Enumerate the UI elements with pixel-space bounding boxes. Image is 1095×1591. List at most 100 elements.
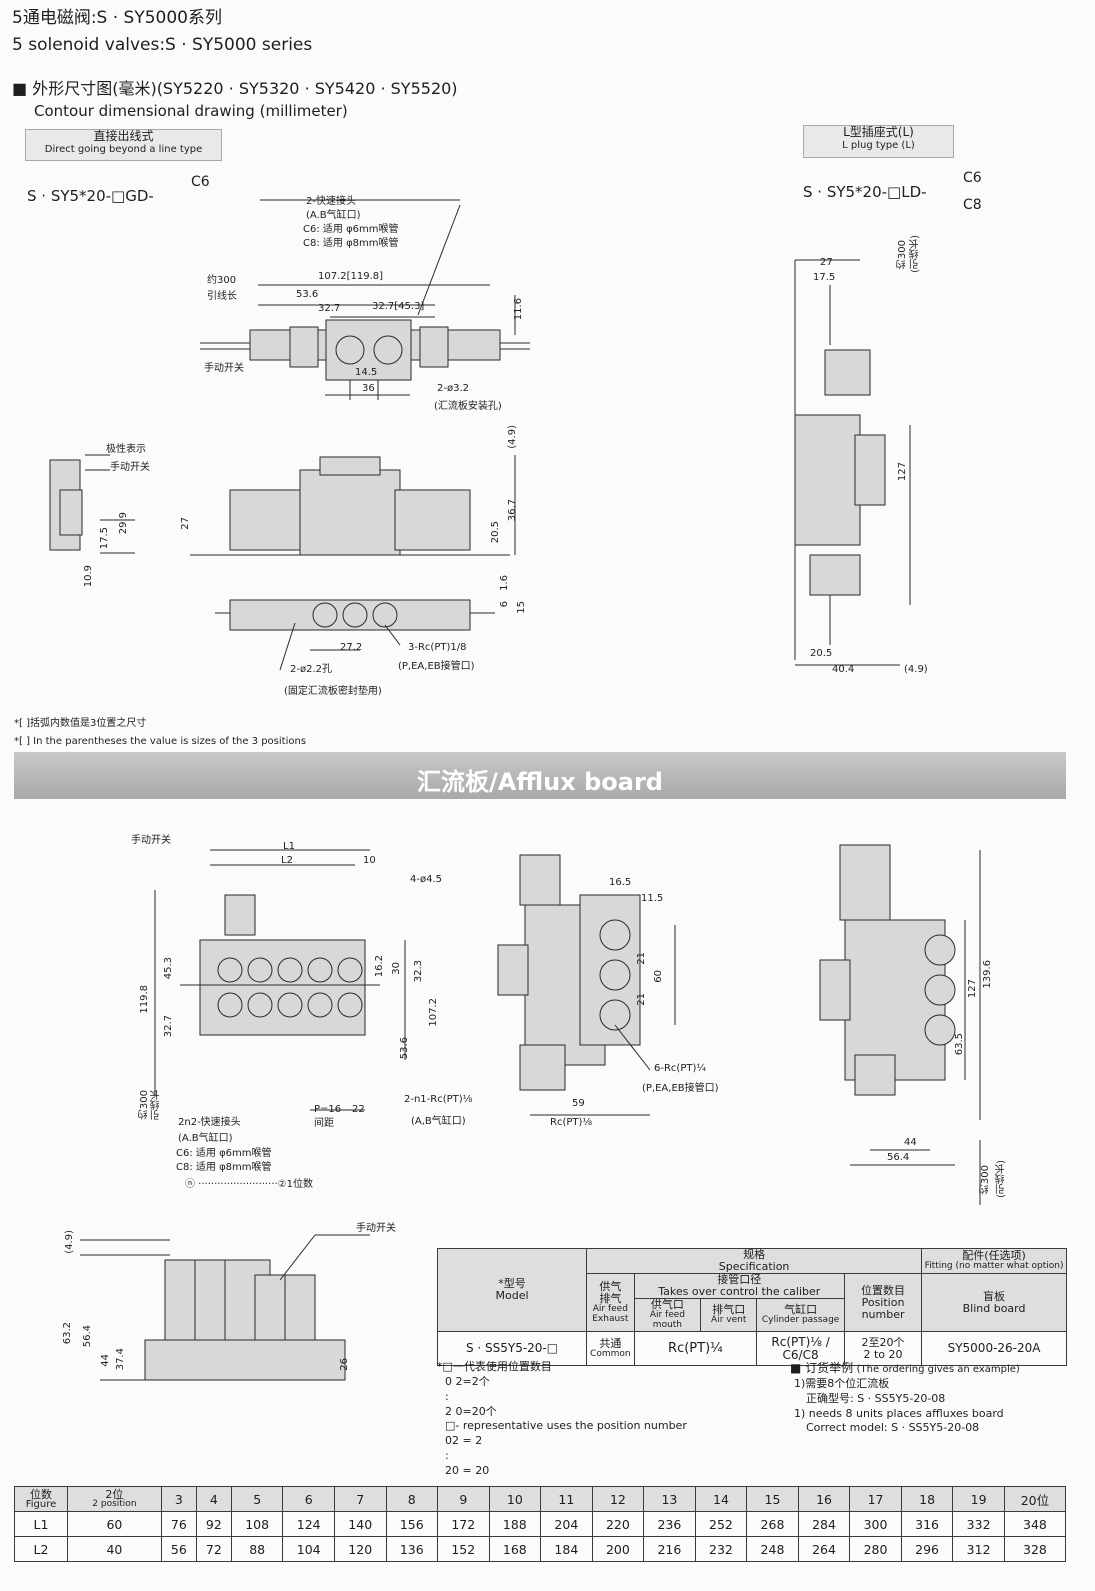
pos-col-head: 5: [230, 1486, 284, 1512]
pos-cell-l2: 120: [333, 1536, 387, 1562]
afflux-32-7: 32.7: [163, 1015, 174, 1038]
pos-col-head: 3: [160, 1486, 197, 1512]
note-left-8: 20 = 20: [445, 1463, 490, 1477]
dim-port: 3-Rc(PT)1/8: [408, 642, 467, 653]
note-left-4: 2 0=20个: [445, 1404, 497, 1418]
pos-cell-l1: 76: [160, 1511, 197, 1537]
pos-cell-l1: 252: [694, 1511, 748, 1537]
spec-feed-en2: Exhaust: [592, 1313, 629, 1324]
notes-left: *□一代表使用位置数目 0 2=2个 : 2 0=20个 □- represen…: [437, 1360, 687, 1479]
mid-port: 6-Rc(PT)¼: [654, 1063, 707, 1074]
dim-hole: 2-ø3.2: [437, 383, 469, 394]
notes-right: ■ 订货举例 (The ordering gives an example) 1…: [790, 1360, 1020, 1436]
spec-row-rc: Rc(PT)¼: [633, 1331, 758, 1367]
right-63-5: 63.5: [954, 1033, 965, 1056]
direct-type-en: Direct going beyond a line type: [44, 143, 203, 155]
pos-col-head: 7: [333, 1486, 387, 1512]
pos-cell-l1: 188: [488, 1511, 542, 1537]
dim-17-5: 17.5: [99, 527, 110, 550]
dim-lplug-4-9: (4.9): [904, 664, 928, 675]
pos-cell-l1: 348: [1003, 1511, 1067, 1537]
pos-cell-l2: 152: [437, 1536, 490, 1562]
right-127: 127: [967, 979, 978, 999]
spec-blind-en: Blind board: [962, 1301, 1026, 1315]
spec-mouth-en: Air feed mouth: [649, 1310, 685, 1331]
mid-59: 59: [572, 1098, 585, 1109]
afflux-30: 30: [391, 962, 402, 975]
pos-head-first: 2位 2 position: [67, 1486, 162, 1512]
afflux-10: 10: [363, 855, 376, 866]
afflux-L1: L1: [283, 841, 295, 852]
footnote-cn: *[ ]括弧内数值是3位置之尺寸: [14, 718, 147, 729]
spec-feed-en1: Air feed: [592, 1303, 628, 1314]
dim-27: 27: [180, 517, 191, 530]
spec-feed-cn1: 供气: [599, 1279, 622, 1293]
dim-11-6: 11.6: [513, 298, 524, 321]
contour-title-cn: ■ 外形尺寸图(毫米)(SY5220 · SY5320 · SY5420 · S…: [12, 79, 458, 98]
pos-l1-label: L1: [14, 1511, 68, 1537]
spec-posnum-en1: Position: [861, 1295, 905, 1309]
dim-32-7a: 32.7: [318, 303, 341, 314]
pos-col-head: 19: [952, 1486, 1005, 1512]
spec-row-model: S · SS5Y5-20-□: [436, 1331, 588, 1367]
pos-head-en: Figure: [25, 1498, 57, 1510]
dim-hole-22-desc: (固定汇流板密封垫用): [284, 686, 382, 697]
dim-107-2: 107.2[119.8]: [318, 271, 384, 282]
model-ld-sup2: C8: [963, 197, 982, 213]
pos-cell-l1: 204: [540, 1511, 593, 1537]
note-right-1b: (The ordering gives an example): [856, 1364, 1020, 1375]
pos-cell-l1: 236: [643, 1511, 696, 1537]
dim-lplug-127: 127: [897, 462, 908, 482]
model-gd: S · SY5*20-□GD-: [27, 187, 154, 205]
spec-row-cyl1: Rc(PT)⅛ /: [771, 1334, 830, 1349]
pos-cell-l2: 328: [1003, 1536, 1067, 1562]
pos-first-en: 2 position: [92, 1499, 137, 1509]
right-lead: (引线长): [996, 1160, 1007, 1198]
dim-approx300: 约300: [207, 275, 237, 286]
dim-lplug-40-4: 40.4: [832, 664, 855, 675]
mid-60: 60: [653, 970, 664, 983]
spec-spec-head: 规格 Specification: [586, 1247, 923, 1275]
dim-hole-22: 2-ø2.2孔: [290, 664, 332, 675]
afflux-port-n1-desc: (A,B气缸口): [411, 1116, 466, 1127]
pos-cell-l1: 284: [797, 1511, 851, 1537]
pos-col-head: 10: [488, 1486, 542, 1512]
spec-row-pos2: 2 to 20: [863, 1347, 903, 1361]
spec-cyl-en: Cylinder passage: [761, 1315, 840, 1326]
right-approx: 约300: [980, 1165, 991, 1195]
pos-cell-l1: 156: [385, 1511, 439, 1537]
pos-col-head: 6: [282, 1486, 335, 1512]
afflux-c6: C6: 适用 φ6mm喉管: [176, 1148, 272, 1159]
spec-vent-head: 排气口 Air vent: [700, 1298, 758, 1333]
pos-l2-label: L2: [14, 1536, 68, 1562]
afflux-c8: C8: 适用 φ8mm喉管: [176, 1162, 272, 1173]
afflux-119-8: 119.8: [139, 985, 150, 1014]
spec-table: *型号 Model 规格 Specification 配件(任选项) Fitti…: [436, 1247, 1067, 1367]
footnote-en: *[ ] In the parentheses the value is siz…: [14, 736, 307, 747]
pos-col-head: 20位: [1003, 1486, 1067, 1512]
dim-20-5: 20.5: [490, 521, 501, 544]
valve-top-view-drawing: [190, 195, 550, 425]
note-left-5: □- representative uses the position numb…: [445, 1419, 687, 1433]
dim-4-9: (4.9): [507, 425, 518, 449]
spec-vent-cn: 排气口: [712, 1303, 746, 1317]
mid-port-desc: (P,EA,EB接管口): [642, 1083, 719, 1094]
dim-lplug-17-5: 17.5: [813, 272, 836, 283]
dim-1-6: 1.6: [499, 575, 510, 591]
spec-posnum-cn: 位置数目: [861, 1283, 906, 1297]
lplug-type-label: L型插座式(L) L plug type (L): [803, 125, 954, 158]
pos-col-head: 18: [900, 1486, 954, 1512]
spec-row-cyl2: C6/C8: [782, 1347, 819, 1362]
pos-cell-l2: 168: [488, 1536, 542, 1562]
pos-col-head: 15: [746, 1486, 799, 1512]
right-56-4: 56.4: [887, 1152, 910, 1163]
spec-caliber-en: Takes over control the caliber: [658, 1285, 821, 1299]
note-right-5: Correct model: S · SS5Y5-20-08: [806, 1421, 980, 1435]
spec-spec-en: Specification: [718, 1260, 790, 1274]
spec-fitting-en: Fitting (no matter what option): [924, 1261, 1064, 1272]
spec-row-blind: SY5000-26-20A: [921, 1331, 1067, 1367]
pos-col-head: 13: [643, 1486, 696, 1512]
pos-head-figure: 位数 Figure: [14, 1486, 68, 1512]
afflux-front-drawing: [60, 1225, 380, 1385]
